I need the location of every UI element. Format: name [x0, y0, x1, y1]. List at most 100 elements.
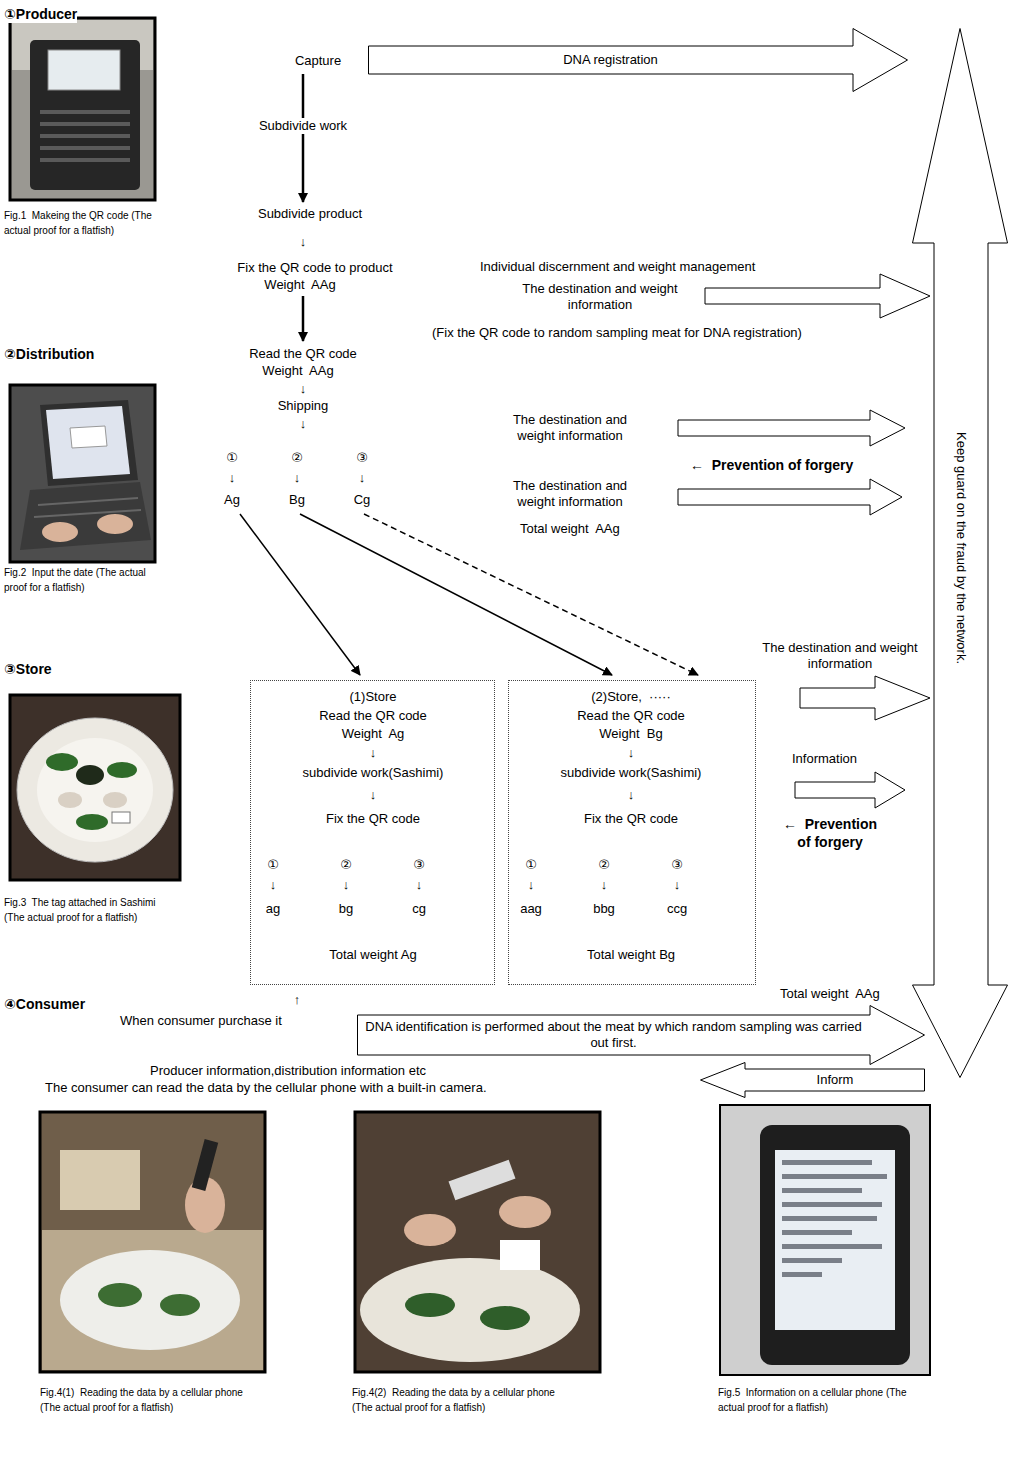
cellular-phone — [449, 1160, 516, 1201]
box-text: ① — [267, 857, 279, 873]
box-text: bbg — [593, 901, 615, 917]
leaf — [480, 1306, 530, 1330]
box-text: ① — [525, 857, 537, 873]
box-text: Weight Bg — [599, 726, 662, 742]
qr-tag — [112, 812, 130, 823]
figure-caption: Fig.3 The tag attached in Sashimi (The a… — [4, 895, 169, 925]
photo-frame — [40, 1112, 265, 1372]
figure-caption: Fig.5 Information on a cellular phone (T… — [718, 1385, 933, 1415]
flow-text: ↑ — [294, 992, 301, 1008]
leaf — [98, 1283, 142, 1307]
printer-keys — [40, 134, 130, 138]
box-text: subdivide work(Sashimi) — [561, 765, 702, 781]
printer-keys — [40, 122, 130, 126]
flow-text: The destination and weight information — [495, 478, 645, 510]
block-arrow — [678, 410, 905, 446]
block-arrow: Inform — [700, 1062, 925, 1098]
sashimi-slice — [103, 792, 127, 808]
dashed-flow-arrow — [364, 514, 698, 675]
keyboard-row — [38, 498, 138, 505]
flow-text: ↓ — [300, 381, 307, 397]
flow-text: Producer information,distribution inform… — [150, 1063, 426, 1079]
laptop-base — [20, 482, 151, 550]
phone-screen — [775, 1150, 895, 1330]
box-text: ag — [266, 901, 280, 917]
warning-text: ← Prevention of forgery — [780, 815, 880, 851]
box-text: ② — [598, 857, 610, 873]
screen-line — [782, 1188, 862, 1193]
hand — [42, 522, 78, 542]
printer-keys — [40, 158, 130, 162]
box-text: Total weight Ag — [329, 947, 416, 963]
block-arrow: DNA registration — [368, 28, 908, 92]
flow-text: The consumer can read the data by the ce… — [45, 1080, 487, 1096]
plate — [60, 1250, 240, 1350]
hand — [499, 1196, 551, 1228]
block-arrow-outline — [358, 1006, 925, 1065]
box-text: ↓ — [343, 877, 350, 893]
screen-line — [782, 1174, 887, 1179]
box-text: ③ — [671, 857, 683, 873]
flow-text: (Fix the QR code to random sampling meat… — [432, 325, 802, 341]
photo-frame — [10, 18, 155, 200]
box-text: ② — [340, 857, 352, 873]
screen-line — [782, 1244, 882, 1249]
box-text: ccg — [667, 901, 687, 917]
label-printer — [30, 40, 140, 190]
flow-text: The destination and weight information — [520, 281, 680, 313]
store-box: (1)StoreRead the QR codeWeight Ag ↓ subdiv… — [250, 680, 495, 985]
figure-caption: Fig.4(2) Reading the data by a cellular … — [352, 1385, 572, 1415]
flow-text: The destination and weight information — [762, 640, 918, 672]
flow-text: Weight AAg — [264, 277, 335, 293]
leaf — [76, 814, 108, 830]
block-arrow-outline — [369, 29, 908, 92]
box-text: cg — [412, 901, 426, 917]
arrow-text: Inform — [751, 1072, 919, 1088]
laptop-screen — [46, 406, 130, 479]
vertical-text: Keep guard on the fraud by the network. — [953, 432, 969, 664]
box-text: subdivide work(Sashimi) — [303, 765, 444, 781]
box-text: Fix the QR code — [326, 811, 420, 827]
flow-text: The destination and weight information — [495, 412, 645, 444]
box-text: ↓ — [370, 745, 377, 761]
photo-frame — [10, 385, 155, 562]
photo-frame — [10, 695, 180, 880]
box-text: ↓ — [628, 787, 635, 803]
flow-text: Information — [792, 751, 857, 767]
screen-line — [782, 1272, 822, 1277]
hand — [97, 514, 133, 534]
block-arrow — [800, 676, 930, 720]
box-text: (2)Store, ····· — [591, 689, 670, 705]
cellular-phone — [192, 1139, 218, 1191]
box-text: (1)Store — [350, 689, 397, 705]
block-arrow — [795, 772, 905, 808]
flow-arrow — [302, 296, 305, 341]
leaf — [160, 1294, 200, 1316]
flow-arrow — [240, 514, 360, 675]
box-text: ↓ — [628, 745, 635, 761]
block-arrow — [678, 479, 902, 515]
screen-line — [782, 1202, 882, 1207]
figure-caption: Fig.2 Input the date (The actual proof f… — [4, 565, 154, 595]
box-text: Read the QR code — [319, 708, 427, 724]
printer-keys — [40, 110, 130, 114]
printer-keys — [40, 146, 130, 150]
flow-text: Subdivide product — [258, 206, 362, 222]
sashimi-slice — [58, 792, 82, 808]
paper — [60, 1150, 140, 1210]
leaf — [107, 762, 137, 778]
block-arrow-shape — [700, 1062, 925, 1098]
box-text: Fix the QR code — [584, 811, 678, 827]
flow-text: Total weight AAg — [520, 521, 620, 537]
flow-text: ↓ — [359, 470, 366, 486]
box-text: Total weight Bg — [587, 947, 675, 963]
box-text: Weight Ag — [342, 726, 405, 742]
flow-text: ③ — [356, 450, 368, 466]
store-box: (2)Store, ·····Read the QR codeWeight Bg… — [508, 680, 756, 985]
laptop-lid — [40, 400, 138, 486]
section-heading: ③Store — [4, 661, 52, 678]
flow-text: Cg — [354, 492, 371, 508]
figure-caption: Fig.1 Makeing the QR code (The actual pr… — [4, 208, 154, 238]
double-arrow-outline — [913, 29, 1008, 1078]
box-text: aag — [520, 901, 542, 917]
